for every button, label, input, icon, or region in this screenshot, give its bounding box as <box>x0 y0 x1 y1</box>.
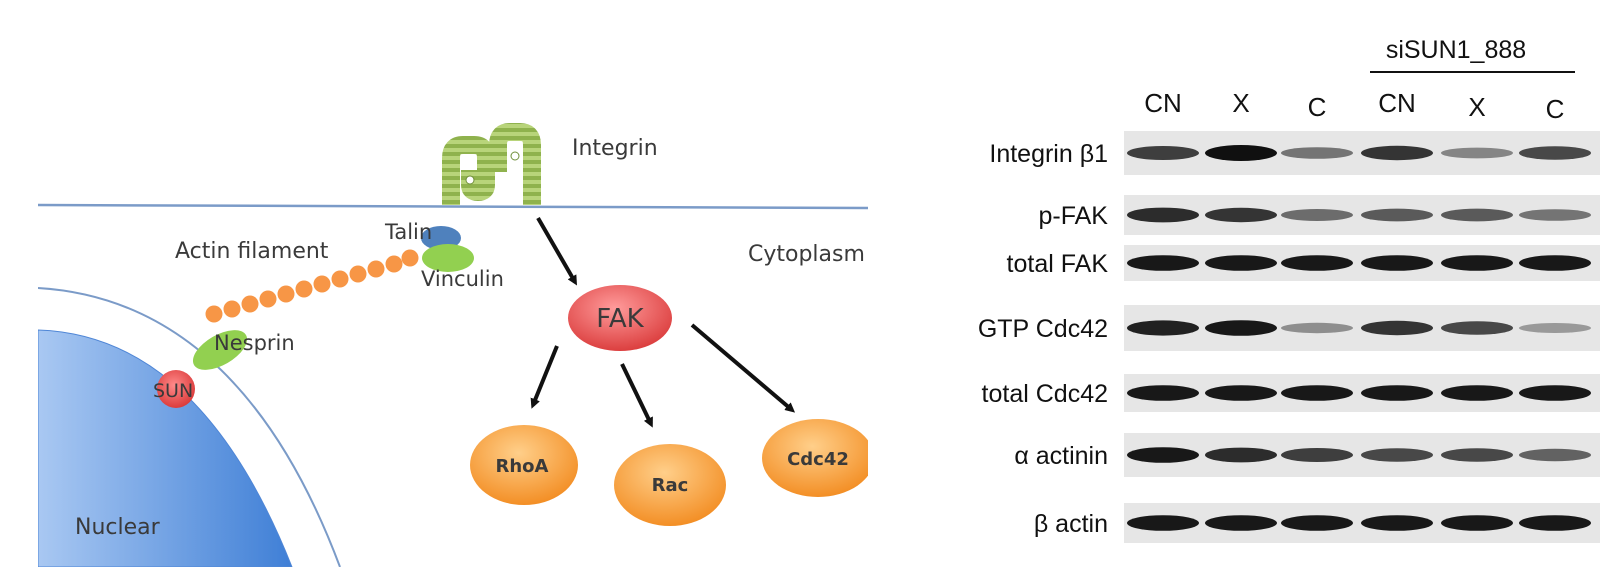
arrow-fak-to-cdc42 <box>690 323 796 413</box>
blot-band <box>1205 447 1277 463</box>
blot-row-label: β actin <box>1034 510 1108 538</box>
blot-band <box>1281 515 1353 531</box>
label-nuclear: Nuclear <box>75 515 161 540</box>
blot-band <box>1127 447 1199 463</box>
blot-row-label: Integrin β1 <box>989 140 1108 168</box>
cdc42-node <box>762 419 868 497</box>
blot-band <box>1205 385 1277 401</box>
arrow-fak-to-rhoa <box>530 345 559 409</box>
blot-band <box>1281 147 1353 159</box>
blot-band <box>1361 255 1433 271</box>
lane-label: CN <box>1378 88 1416 118</box>
nesprin-icon <box>192 330 248 370</box>
sun-icon <box>157 370 195 408</box>
rhoa-node <box>470 425 578 505</box>
blot-band <box>1281 209 1353 221</box>
blot-band <box>1519 209 1591 221</box>
actin-filament-icon <box>205 249 419 323</box>
blot-band <box>1441 321 1513 335</box>
label-cdc42: Cdc42 <box>787 449 849 470</box>
blot-band <box>1361 208 1433 222</box>
blot-band <box>1281 385 1353 401</box>
label-actin-filament: Actin filament <box>175 239 329 264</box>
blot-row: GTP Cdc42 <box>978 305 1600 351</box>
blot-band <box>1127 515 1199 531</box>
label-talin: Talin <box>384 220 432 244</box>
blot-band <box>1281 448 1353 462</box>
label-nesprin: Nesprin <box>214 331 295 355</box>
talin-icon <box>421 226 461 250</box>
blot-row-label: GTP Cdc42 <box>978 315 1108 343</box>
blot-band <box>1205 515 1277 531</box>
blot-band <box>1361 320 1433 336</box>
blot-band <box>1441 255 1513 271</box>
blot-band <box>1205 145 1277 161</box>
blot-row: total Cdc42 <box>982 374 1600 412</box>
blot-band <box>1519 323 1591 333</box>
blot-rows: Integrin β1 p-FAK total FAK GTP Cdc42 total … <box>978 131 1600 543</box>
blot-band <box>1519 448 1591 462</box>
integrin-icon <box>442 123 541 205</box>
blot-row-label: total Cdc42 <box>982 380 1108 408</box>
lane-label: CN <box>1144 88 1182 118</box>
blot-band <box>1361 515 1433 531</box>
lane-label: C <box>1308 92 1327 122</box>
blot-band <box>1519 515 1591 531</box>
blot-band <box>1281 255 1353 271</box>
blot-band <box>1441 515 1513 531</box>
blot-row: Integrin β1 <box>989 131 1600 175</box>
blot-group-label: siSUN1_888 <box>1386 36 1526 64</box>
blot-band <box>1205 207 1277 223</box>
blot-band <box>1519 385 1591 401</box>
lane-label: X <box>1232 88 1249 118</box>
blot-band <box>1519 146 1591 160</box>
label-vinculin: Vinculin <box>421 267 504 291</box>
nucleus-shape <box>38 329 293 567</box>
blot-row-label: total FAK <box>1007 250 1109 278</box>
blot-row: α actinin <box>1014 433 1600 477</box>
blot-band <box>1519 255 1591 271</box>
arrow-fak-to-rac <box>620 363 653 428</box>
plasma-membrane <box>38 203 868 210</box>
blot-band <box>1127 146 1199 160</box>
blot-band <box>1441 208 1513 222</box>
label-sun: SUN <box>153 380 193 402</box>
fak-node <box>568 285 672 351</box>
blot-row-label: p-FAK <box>1039 202 1109 230</box>
label-fak: FAK <box>596 304 644 334</box>
lane-headers: CN X C CN X C <box>1144 88 1564 124</box>
blot-band <box>1127 385 1199 401</box>
pathway-diagram: Integrin Talin Actin filament Vinculin C… <box>38 123 868 567</box>
blot-band <box>1441 448 1513 462</box>
lane-label: C <box>1546 94 1565 124</box>
western-blot: siSUN1_888 CN X C CN X C Integrin β1 p-FAK tota… <box>978 36 1600 543</box>
blot-band <box>1205 255 1277 271</box>
label-rac: Rac <box>652 475 689 496</box>
blot-band <box>1361 145 1433 161</box>
blot-band <box>1205 320 1277 336</box>
blot-band <box>1127 255 1199 271</box>
vinculin-icon <box>422 244 474 272</box>
blot-band <box>1281 322 1353 334</box>
blot-band <box>1361 385 1433 401</box>
blot-band <box>1361 448 1433 462</box>
arrow-integrin-to-fak <box>536 216 578 286</box>
blot-band <box>1127 320 1199 336</box>
rac-node <box>614 444 726 526</box>
label-integrin: Integrin <box>572 136 658 161</box>
blot-row-label: α actinin <box>1014 442 1108 470</box>
blot-band <box>1441 147 1513 159</box>
blot-band <box>1441 385 1513 401</box>
lane-label: X <box>1468 92 1485 122</box>
label-rhoa: RhoA <box>496 456 549 477</box>
label-cytoplasm: Cytoplasm <box>748 242 865 267</box>
blot-row: p-FAK <box>1039 195 1600 235</box>
blot-row: β actin <box>1034 503 1600 543</box>
blot-band <box>1127 207 1199 223</box>
blot-row: total FAK <box>1007 245 1600 281</box>
